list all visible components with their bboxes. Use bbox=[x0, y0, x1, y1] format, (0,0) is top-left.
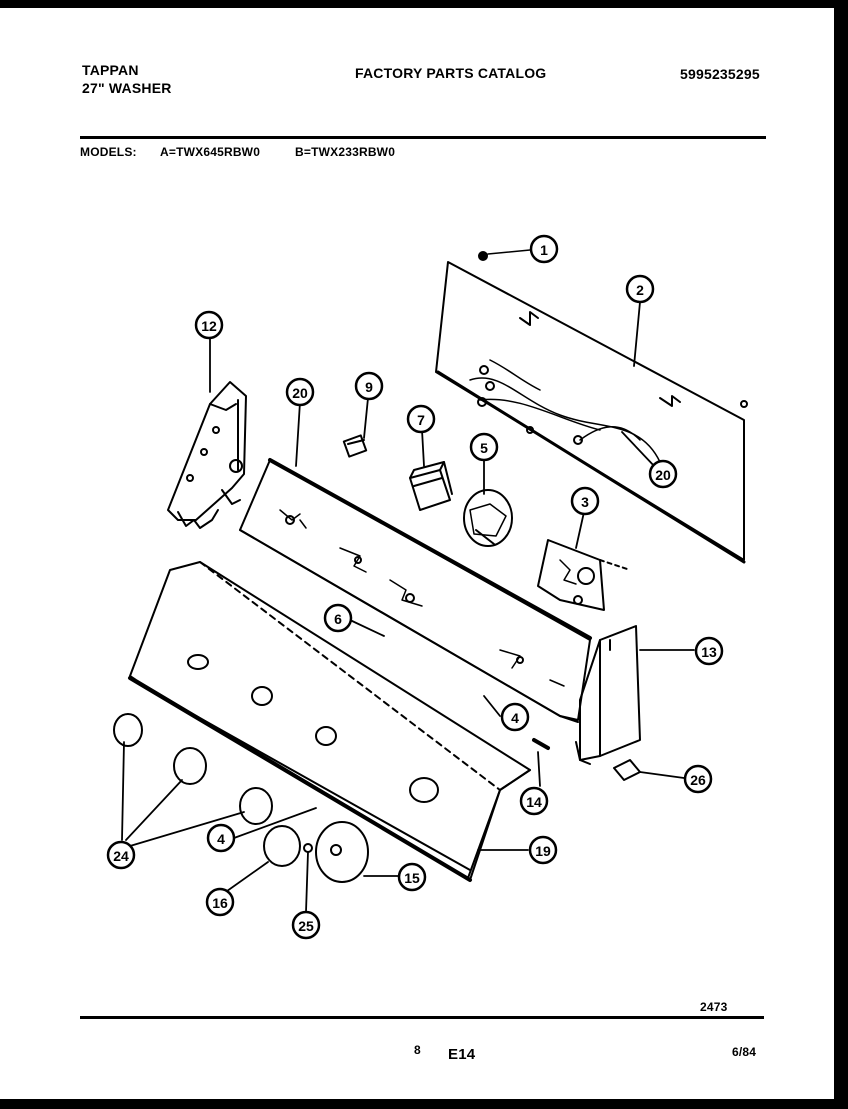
print-date: 6/84 bbox=[732, 1045, 757, 1059]
callout-circle-6 bbox=[323, 603, 353, 633]
callout-label: 25 bbox=[298, 918, 314, 934]
callout-circle-4b bbox=[206, 823, 236, 853]
page-border-right bbox=[834, 0, 848, 1109]
part-washer-25 bbox=[303, 843, 313, 853]
models-label: MODELS: bbox=[80, 145, 137, 159]
part-block-7 bbox=[409, 461, 453, 511]
callout-label: 26 bbox=[690, 772, 706, 788]
part-switch-9 bbox=[342, 434, 368, 458]
model-a: A=TWX645RBW0 bbox=[160, 145, 261, 159]
callout-circle-13 bbox=[694, 636, 724, 666]
part-dial-15 bbox=[315, 821, 369, 883]
callout-label: 1 bbox=[540, 242, 548, 258]
catalog-title: FACTORY PARTS CATALOG bbox=[355, 65, 547, 81]
page-number: 8 bbox=[414, 1043, 421, 1057]
callout-circle-15 bbox=[397, 862, 427, 892]
callout-circle-4a bbox=[500, 702, 530, 732]
callout-circle-14 bbox=[519, 786, 549, 816]
callout-label: 5 bbox=[480, 440, 488, 456]
callout-circle-3 bbox=[570, 486, 600, 516]
drawing-number: 2473 bbox=[700, 1000, 728, 1014]
catalog-number: 5995235295 bbox=[680, 66, 760, 82]
callout-label: 20 bbox=[655, 467, 671, 483]
part-control-5 bbox=[463, 489, 513, 547]
callout-label: 15 bbox=[404, 870, 420, 886]
callout-markers bbox=[106, 234, 724, 940]
callout-circle-1 bbox=[625, 274, 655, 304]
brand-label: TAPPAN bbox=[82, 62, 139, 78]
header-rule bbox=[80, 136, 766, 139]
callout-circle-26 bbox=[683, 764, 713, 794]
part-screw-14 bbox=[532, 738, 550, 750]
callout-circle-25 bbox=[291, 910, 321, 940]
page-border-bottom bbox=[0, 1099, 848, 1109]
part-switch-3 bbox=[537, 539, 631, 611]
callout-label: 13 bbox=[701, 644, 717, 660]
callout-label: 14 bbox=[526, 794, 542, 810]
callout-label: 12 bbox=[201, 318, 217, 334]
callout-circle-5 bbox=[469, 432, 499, 462]
callout-labels: 1 2 12 20 9 7 5 20 3 6 13 4 26 14 4 24 1… bbox=[113, 242, 717, 934]
callout-label: 24 bbox=[113, 848, 129, 864]
part-console-18 bbox=[128, 561, 531, 882]
callout-label: 20 bbox=[292, 385, 308, 401]
callout-circle-16 bbox=[205, 887, 235, 917]
callout-label: 9 bbox=[365, 379, 373, 395]
leader-lines bbox=[121, 301, 695, 913]
product-label: 27" WASHER bbox=[82, 80, 172, 96]
callout-circle-2 bbox=[529, 234, 559, 264]
part-screw-2 bbox=[478, 249, 531, 261]
part-control-board-19 bbox=[239, 458, 592, 723]
part-bracket-12 bbox=[167, 381, 247, 529]
callout-circle-9 bbox=[354, 371, 384, 401]
part-clip-26 bbox=[613, 759, 641, 781]
callout-circle-20 bbox=[648, 459, 678, 489]
callout-circle-18 bbox=[528, 835, 558, 865]
footer-rule bbox=[80, 1016, 764, 1019]
section-code: E14 bbox=[448, 1046, 476, 1063]
page-border-top bbox=[0, 0, 848, 8]
callout-label: 4 bbox=[511, 710, 519, 726]
callout-label: 4 bbox=[217, 831, 225, 847]
part-back-panel bbox=[435, 261, 748, 564]
callout-label: 6 bbox=[334, 611, 342, 627]
callout-label: 3 bbox=[581, 494, 589, 510]
callout-circle-12 bbox=[194, 310, 224, 340]
callout-circle-24 bbox=[106, 840, 136, 870]
callout-label: 2 bbox=[636, 282, 644, 298]
callout-label: 16 bbox=[212, 895, 228, 911]
callout-circle-7 bbox=[406, 404, 436, 434]
part-knobs-24 bbox=[113, 713, 273, 825]
model-b: B=TWX233RBW0 bbox=[295, 145, 396, 159]
callout-label: 7 bbox=[417, 412, 425, 428]
callout-circle-19 bbox=[285, 377, 315, 407]
part-knob-16 bbox=[263, 825, 301, 867]
part-end-bracket-13 bbox=[575, 625, 641, 765]
callout-label: 19 bbox=[535, 843, 551, 859]
